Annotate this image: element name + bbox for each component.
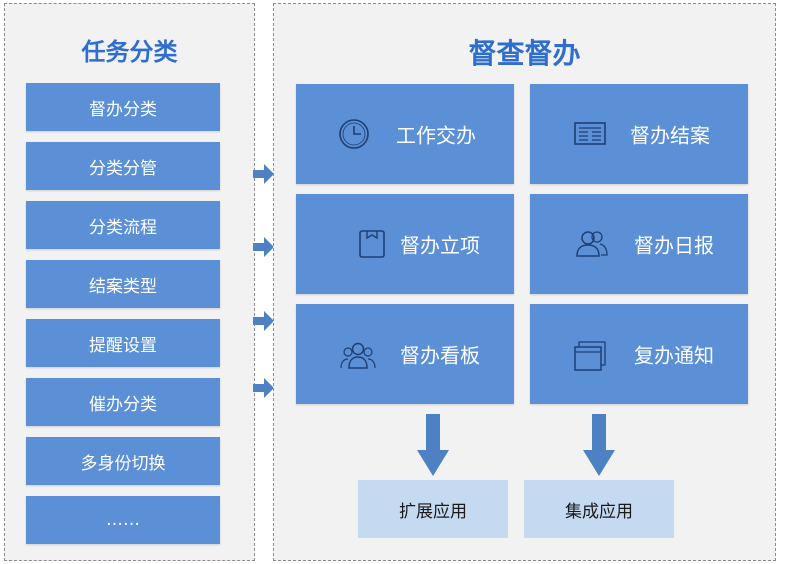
arrow-right-icon: [253, 237, 274, 257]
card-reprocess-notice[interactable]: 复办通知: [530, 304, 748, 404]
card-supervision-dashboard[interactable]: 督办看板: [296, 304, 514, 404]
card-label: 督办立项: [400, 233, 480, 258]
card-label: 督办结案: [630, 123, 710, 148]
card-label: 督办日报: [634, 233, 714, 258]
arrow-right-icon: [253, 378, 274, 398]
card-supervision-closing[interactable]: 督办结案: [530, 84, 748, 184]
card-label: 督办看板: [400, 343, 480, 368]
clock-icon: [339, 119, 369, 149]
category-item-reminder-settings[interactable]: 提醒设置: [26, 319, 220, 367]
extension-app-box[interactable]: 扩展应用: [358, 480, 508, 538]
category-item-supervision-category[interactable]: 督办分类: [26, 83, 220, 131]
group-icon: [340, 342, 376, 369]
supervision-title: 督查督办: [468, 37, 581, 70]
windows-icon: [574, 341, 606, 371]
card-work-assignment[interactable]: 工作交办: [296, 84, 514, 184]
card-label: 工作交办: [396, 123, 476, 148]
document-list-icon: [574, 122, 606, 145]
users-icon: [576, 231, 608, 257]
task-category-title: 任务分类: [81, 38, 178, 66]
arrow-right-icon: [253, 311, 274, 331]
category-item-identity-switch[interactable]: 多身份切换: [26, 437, 220, 485]
category-item-category-workflow[interactable]: 分类流程: [26, 201, 220, 249]
card-supervision-daily-report[interactable]: 督办日报: [530, 194, 748, 294]
category-item-urging-category[interactable]: 催办分类: [26, 378, 220, 426]
arrow-down-icon: [583, 414, 615, 476]
category-item-closing-type[interactable]: 结案类型: [26, 260, 220, 308]
arrow-down-icon: [417, 414, 449, 476]
task-category-panel: 任务分类 督办分类 分类分管 分类流程 结案类型 提醒设置 催办分类 多身份切换…: [4, 3, 255, 561]
card-supervision-project[interactable]: 督办立项: [296, 194, 514, 294]
folder-icon: [359, 230, 385, 258]
arrow-right-icon: [253, 164, 274, 184]
category-item-more[interactable]: ……: [26, 496, 220, 544]
card-label: 复办通知: [634, 343, 714, 368]
integration-app-box[interactable]: 集成应用: [524, 480, 674, 538]
category-item-category-management[interactable]: 分类分管: [26, 142, 220, 190]
